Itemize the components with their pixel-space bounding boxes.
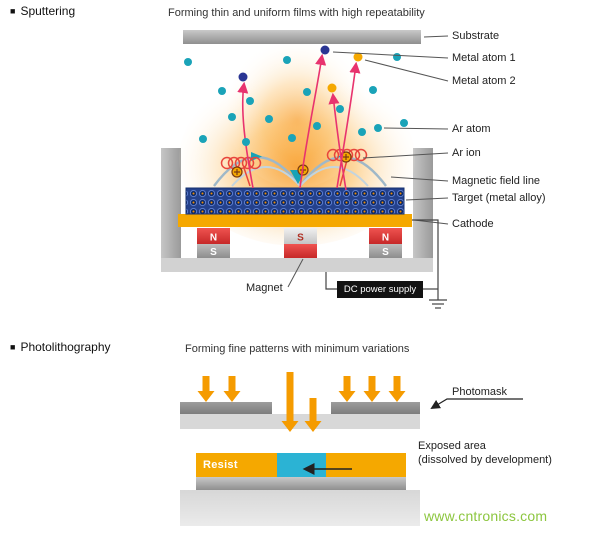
magnet-pole-label: N bbox=[210, 233, 217, 244]
ar-atom-dots bbox=[184, 53, 408, 146]
magnet-pole-label: S bbox=[382, 247, 389, 258]
substrate-bar bbox=[183, 30, 421, 44]
ar-ion-label: Ar ion bbox=[452, 147, 481, 159]
resist-label: Resist bbox=[203, 459, 238, 471]
magnet-pole-label: S bbox=[297, 233, 304, 244]
sputtering-subtitle: Forming thin and uniform films with high… bbox=[168, 7, 425, 19]
exposed-area-label-line1: Exposed area bbox=[418, 440, 486, 452]
sputtered-atom-arrows bbox=[237, 53, 361, 191]
resist-stack bbox=[180, 453, 420, 526]
photomask-assembly bbox=[180, 402, 420, 429]
magnetic-field-line-label: Magnetic field line bbox=[452, 175, 541, 187]
substrate-label: Substrate bbox=[452, 30, 500, 42]
sputtering-section-heading: ■ Sputtering bbox=[10, 5, 75, 18]
ar-atom-label: Ar atom bbox=[452, 123, 491, 135]
exposed-area-label-line2: (dissolved by development) bbox=[418, 454, 552, 466]
dc-power-supply-box: DC power supply bbox=[337, 281, 423, 298]
bullet-square-icon: ■ bbox=[10, 6, 16, 16]
metal-atom-1-label: Metal atom 1 bbox=[452, 52, 516, 64]
metal-atom-2-label: Metal atom 2 bbox=[452, 75, 516, 87]
leader-lines bbox=[287, 35, 449, 288]
cathode-label: Cathode bbox=[452, 218, 494, 230]
photomask-label: Photomask bbox=[452, 386, 508, 398]
photolithography-leaders bbox=[302, 398, 523, 475]
magnet-pole-label: N bbox=[382, 233, 389, 244]
cathode-bar bbox=[178, 214, 412, 227]
metal-atom1-dots bbox=[238, 45, 330, 82]
magnet-pole-label: S bbox=[210, 247, 217, 258]
photolithography-subtitle: Forming fine patterns with minimum varia… bbox=[185, 343, 410, 355]
magnet-label: Magnet bbox=[246, 282, 283, 294]
sputtering-heading-text: Sputtering bbox=[20, 4, 76, 18]
bullet-square-icon: ■ bbox=[10, 342, 16, 352]
target-bar bbox=[185, 187, 405, 215]
target-label: Target (metal alloy) bbox=[452, 192, 546, 204]
photolithography-section-heading: ■ Photolithography bbox=[10, 341, 111, 354]
metal-atom2-dots bbox=[327, 52, 363, 93]
photolithography-heading-text: Photolithography bbox=[20, 340, 111, 354]
watermark: www.cntronics.com bbox=[424, 508, 548, 524]
wiring-and-ground bbox=[325, 219, 447, 309]
magnet-assembly: N S S N S bbox=[197, 228, 402, 258]
